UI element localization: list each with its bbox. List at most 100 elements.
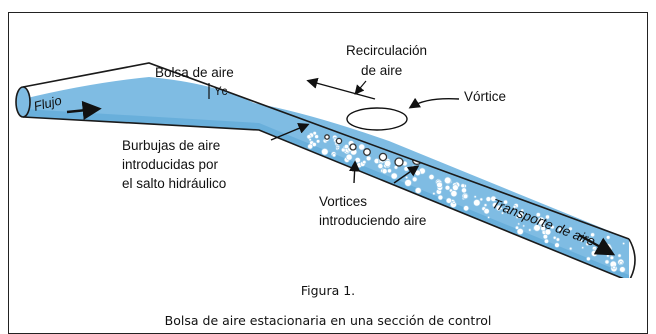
air-bubble (444, 176, 452, 184)
label-introduciendo-aire: introduciendo aire (319, 213, 426, 228)
pipe-diagram: Yc Flujo Bolsa de aire Recirculación de … (15, 43, 636, 278)
recirculation-pointer (354, 80, 367, 95)
air-bubble (555, 237, 560, 242)
label-burbujas-3: el salto hidráulico (122, 176, 226, 191)
air-bubble (452, 200, 456, 204)
pipe-bottom-wall (22, 116, 624, 278)
air-bubble (381, 168, 388, 174)
air-bubble (358, 143, 366, 151)
air-bubble (377, 163, 384, 169)
label-recirculacion: Recirculación (346, 43, 427, 58)
air-bubble (515, 225, 519, 230)
air-bubble (436, 181, 443, 189)
air-bubble (345, 153, 353, 161)
air-bubble (428, 174, 435, 180)
air-bubble (432, 192, 436, 196)
air-bubble (505, 208, 510, 213)
air-bubble (461, 187, 467, 194)
vortex-ring (363, 148, 371, 156)
air-bubble (414, 187, 422, 194)
air-bubble (533, 224, 541, 232)
air-bubble (362, 160, 367, 165)
air-bubble (544, 238, 549, 244)
vortex-ring (430, 148, 440, 158)
air-bubble (405, 176, 409, 180)
water-flow-upstream (23, 77, 629, 278)
air-bubble (501, 211, 504, 215)
air-bubble (542, 234, 548, 240)
vortex-ring (324, 134, 330, 140)
air-bubble (483, 208, 490, 215)
air-bubble (411, 165, 415, 168)
figure-frame: Yc Flujo Bolsa de aire Recirculación de … (8, 12, 648, 334)
air-bubble (579, 239, 583, 243)
air-bubble (581, 246, 585, 249)
air-bubble (550, 225, 555, 230)
vortex-ring (394, 157, 404, 167)
air-bubble (609, 255, 615, 260)
air-bubble (444, 185, 451, 191)
label-bolsa-de-aire: Bolsa de aire (155, 65, 234, 80)
air-bubble (390, 172, 398, 180)
air-bubbles (306, 131, 626, 273)
vortices-pointer-1 (348, 160, 361, 184)
label-de-aire: de aire (361, 63, 402, 78)
air-bubble (354, 157, 361, 164)
air-bubble (545, 214, 550, 220)
label-yc: Yc (214, 86, 228, 98)
air-bubble (344, 144, 349, 149)
air-bubble (520, 208, 525, 213)
air-bubble (314, 134, 319, 139)
air-bubble (552, 236, 557, 240)
air-bubble (622, 242, 626, 245)
air-bubble (311, 142, 317, 147)
pipe-outlet-rim (628, 238, 636, 278)
air-bubble (591, 249, 598, 257)
air-bubble (403, 166, 409, 172)
air-bubble (321, 148, 329, 156)
vortex-ring (335, 137, 343, 145)
air-bubble (522, 224, 526, 228)
air-bubble (387, 168, 392, 174)
air-bubble (499, 206, 503, 210)
air-bubble (460, 183, 465, 188)
flow-arrow (66, 100, 102, 120)
air-bubble (569, 247, 573, 251)
air-bubble (308, 138, 312, 142)
air-bubble (412, 176, 418, 183)
pipe-top-wall (22, 62, 630, 240)
air-bubble (473, 195, 477, 199)
air-bubble (307, 143, 314, 150)
air-bubble (492, 202, 498, 208)
air-bubble (590, 232, 595, 238)
vortex-pointer (408, 97, 460, 109)
air-bubble (366, 155, 372, 161)
air-bubble (384, 159, 392, 167)
label-burbujas-1: Burbujas de aire (122, 138, 220, 153)
air-bubble (540, 225, 546, 232)
air-bubble (554, 242, 560, 248)
bubbles-pointer (270, 123, 310, 141)
air-bubble (452, 184, 459, 191)
air-bubble (463, 205, 469, 212)
vortices-pointer-2 (393, 165, 420, 184)
transport-arrow (578, 233, 616, 256)
air-bubble (517, 212, 524, 219)
air-bubble (585, 242, 590, 246)
air-bubble (619, 266, 626, 273)
recirculation-loop (346, 107, 408, 131)
label-vortice: Vórtice (464, 89, 506, 104)
air-bubble (557, 227, 563, 232)
air-bubble (617, 253, 622, 258)
air-bubble (393, 165, 399, 170)
air-bubble (462, 193, 469, 199)
label-vortices: Vortices (319, 194, 367, 209)
air-bubble (437, 194, 444, 201)
air-bubble (612, 265, 616, 270)
air-bubble (568, 226, 573, 231)
air-bubble (445, 197, 452, 204)
air-bubble (485, 196, 492, 202)
air-bubble (487, 216, 490, 219)
air-bubble (606, 254, 610, 258)
air-bubble (473, 199, 481, 207)
